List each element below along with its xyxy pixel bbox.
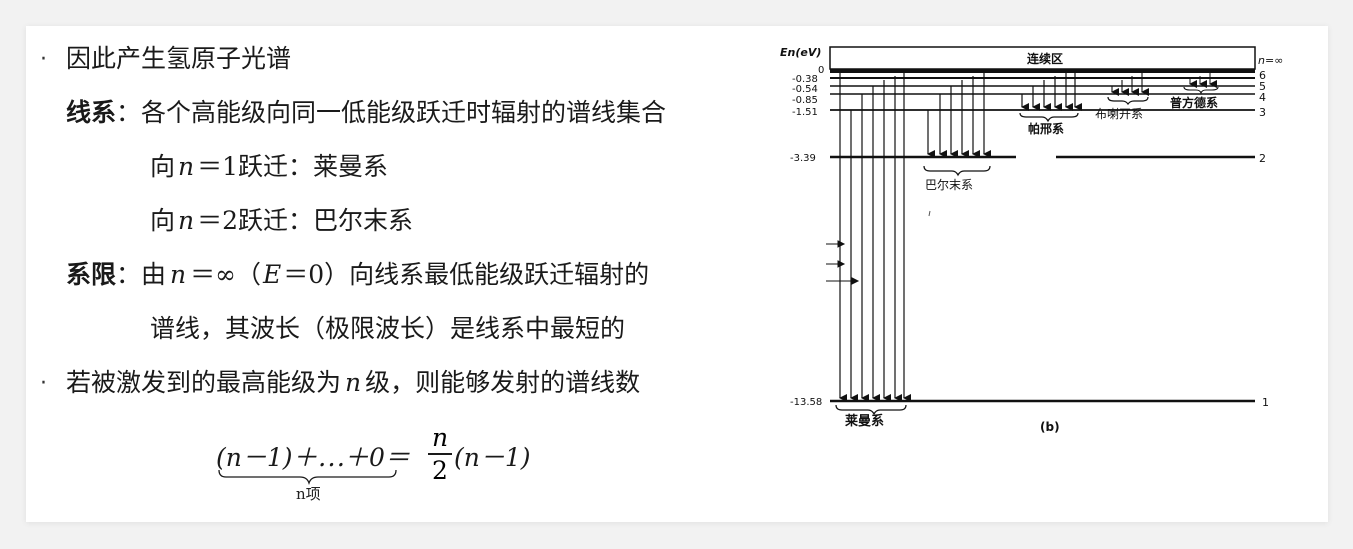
brackett-brace: [1107, 96, 1149, 106]
content-card: [26, 26, 1328, 522]
balmer-brace: [923, 165, 991, 177]
energy-label-4: -0.85: [792, 95, 818, 106]
pfund-arrows: [1189, 73, 1217, 88]
energy-label-0: 0: [818, 65, 824, 76]
n-label-4: 4: [1259, 91, 1266, 104]
n-label-6: 6: [1259, 69, 1266, 82]
axis-label: En(eV): [780, 46, 821, 59]
series-definition: 线系：各个高能级向同一低能级跃迁时辐射的谱线集合: [66, 98, 667, 127]
series-label-pfund: 普方德系: [1170, 95, 1218, 110]
paschen-brace: [1019, 112, 1079, 123]
pfund-brace: [1183, 86, 1219, 95]
series-limit-text2: 谱线，其波长（极限波长）是线系中最短的: [150, 314, 626, 343]
limit-label: 系限: [66, 260, 117, 289]
n-infinity-label: n=∞: [1258, 54, 1283, 67]
series-label-brackett: 布喇开系: [1095, 106, 1143, 121]
balmer-arrows: [927, 73, 991, 158]
formula-fraction: n 2: [428, 423, 452, 485]
paschen-arrows: [1021, 73, 1082, 111]
series-label-balmer: 巴尔末系: [925, 177, 973, 192]
stray-mark: [928, 210, 931, 217]
energy-label-6: -0.38: [792, 74, 818, 85]
energy-label-5: -0.54: [792, 84, 818, 95]
n-label-2: 2: [1259, 152, 1266, 165]
series-label-lyman: 莱曼系: [845, 413, 884, 429]
bullet-dot: ·: [40, 371, 47, 396]
formula-under-label: n项: [296, 485, 321, 503]
side-arrows: [826, 240, 860, 285]
energy-label-3: -1.51: [792, 107, 818, 118]
series-label-paschen: 帕邢系: [1028, 121, 1064, 136]
continuum-label: 连续区: [1027, 51, 1063, 66]
formula-rhs: (n－1): [454, 443, 531, 472]
figure-label: (b): [1040, 420, 1060, 434]
n-label-1: 1: [1262, 396, 1269, 409]
bullet-dot: ·: [40, 47, 47, 72]
n-label-5: 5: [1259, 80, 1266, 93]
lyman-brace: [835, 404, 907, 416]
energy-label-1: -13.58: [790, 397, 822, 408]
brackett-arrows: [1111, 73, 1149, 96]
series-text: 各个高能级向同一低能级跃迁时辐射的谱线集合: [141, 98, 667, 127]
lyman-arrows: [839, 73, 911, 402]
energy-label-2: -3.39: [790, 153, 816, 164]
formula-lhs: (n－1)＋⋯＋0＝: [216, 443, 410, 472]
series-label: 线系: [66, 98, 117, 127]
bullet-hydrogen-spectrum: 因此产生氢原子光谱: [66, 44, 292, 73]
n-label-3: 3: [1259, 106, 1266, 119]
